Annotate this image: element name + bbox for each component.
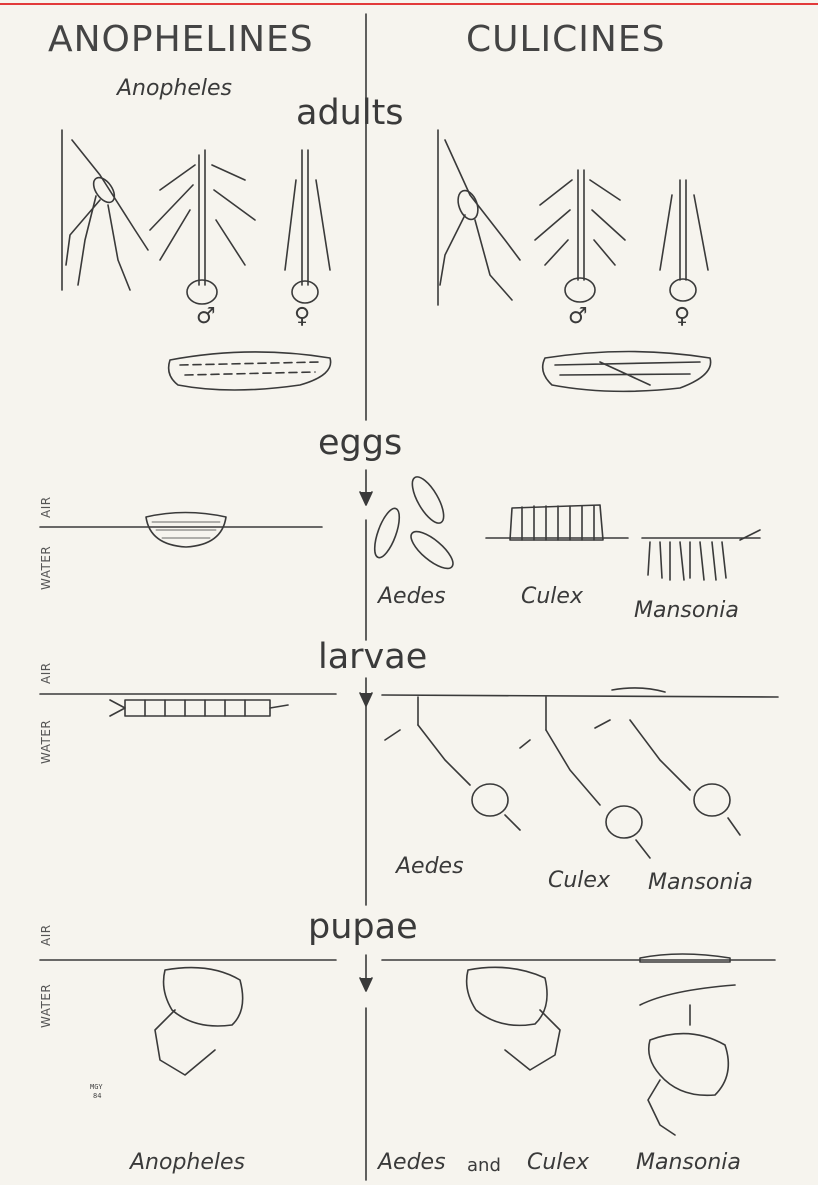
mansonia-larva [595,688,740,835]
culicine-resting-adult [438,130,520,305]
anopheles-wing [169,352,331,390]
stage-title-pupae: pupae [308,910,418,945]
eggs-genus-culex: Culex [521,586,583,608]
arrow-eggs [360,470,372,505]
larvae-genus-mansonia: Mansonia [648,872,753,894]
larvae-air-label: AIR [40,662,52,684]
footer-mansonia: Mansonia [636,1152,741,1174]
artist-signature-line1: MGY [90,1084,103,1091]
stage-title-adults: adults [296,96,404,131]
mansonia-pupa [640,954,735,1135]
anopheles-egg [146,513,226,548]
larvae-water-line-right [382,695,778,697]
culicine-male-symbol: ♂ [568,306,588,328]
eggs-water-label: WATER [40,546,52,590]
eggs-genus-aedes: Aedes [378,586,446,608]
eggs-genus-mansonia: Mansonia [634,600,739,622]
eggs-air-label: AIR [40,496,52,518]
larvae-water-label: WATER [40,720,52,764]
aedes-eggs [370,472,459,574]
footer-and: and [467,1157,501,1175]
header-anophelines: ANOPHELINES [48,22,314,58]
aedes-larva [385,697,520,830]
larvae-genus-culex: Culex [548,870,610,892]
anopheles-pupa [155,968,243,1075]
anopheles-female-symbol: ♀ [294,306,310,328]
arrow-larvae [360,678,372,706]
footer-aedes: Aedes [378,1152,446,1174]
anopheles-male-symbol: ♂ [196,306,216,328]
adults-genus-anopheles: Anopheles [117,78,232,100]
culicine-female-symbol: ♀ [674,306,690,328]
arrow-pupae [360,955,372,991]
artist-signature-line2: 84 [93,1093,101,1100]
aedes-culex-pupa [467,967,560,1070]
footer-anopheles: Anopheles [130,1152,245,1174]
anopheles-female-head [285,150,330,303]
culicine-female-head [660,180,708,301]
footer-culex: Culex [527,1152,589,1174]
stage-title-eggs: eggs [318,426,402,461]
anopheles-male-head [150,150,255,304]
larvae-genus-aedes: Aedes [396,856,464,878]
pupae-air-label: AIR [40,924,52,946]
anopheles-larva [110,700,288,716]
culicine-male-head [535,170,625,302]
culex-egg-raft [510,505,603,540]
culicine-wing [543,352,711,392]
stage-title-larvae: larvae [318,640,427,675]
anopheles-resting-adult [62,130,148,290]
pupae-water-label: WATER [40,984,52,1028]
header-culicines: CULICINES [466,22,665,58]
